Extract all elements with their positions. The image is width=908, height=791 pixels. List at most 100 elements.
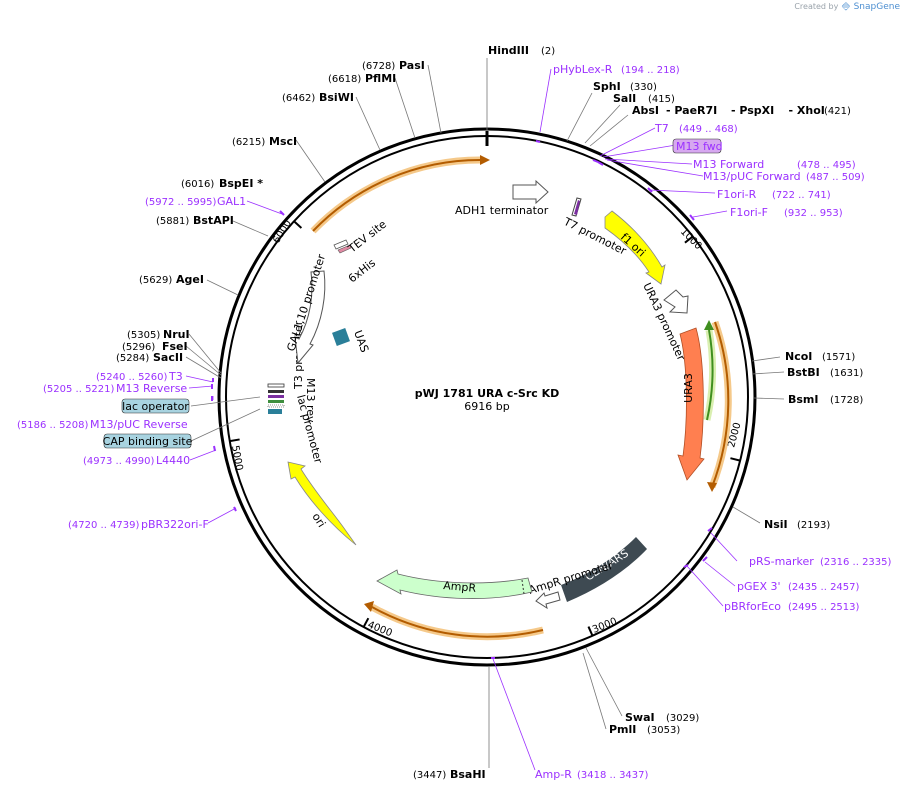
watermark-prefix: Created by [794, 2, 839, 11]
enzyme-pasi-pos: (6728) [362, 61, 395, 72]
primer-gal1-range: (5972 .. 5995) [145, 197, 217, 208]
tick-label: 4000 [366, 620, 394, 640]
orange-arc-bottom [364, 601, 544, 641]
primer-f1ori-r-range: (722 .. 741) [772, 190, 831, 201]
ura3-promoter-label: URA3 promoter [640, 281, 688, 363]
primer-t3: T3 [168, 370, 183, 383]
snapgene-logo-icon: 🔷︎ [840, 2, 852, 11]
enzyme-bspei: BspEI * [219, 177, 263, 190]
ori-label: ori [309, 511, 328, 530]
m13-fwd-badge [672, 138, 722, 154]
tick-label: 1000 [678, 226, 704, 252]
primer-amp-r: Amp-R [535, 768, 572, 781]
enzyme-pmli: PmlI [609, 723, 636, 736]
enzyme-bsahi: BsaHI [450, 768, 486, 781]
enzyme-pmli-pos: (3053) [647, 725, 680, 736]
feature-ampr: AmpR [376, 569, 533, 599]
primer-t7: T7 [654, 122, 669, 135]
primer-l4440: L4440 [156, 454, 190, 467]
enzyme-sali: SalI [613, 92, 636, 105]
enzyme-agei: AgeI [176, 273, 204, 286]
feature-gal1-10-promoter: GAL1,10 promoter [284, 252, 328, 365]
badge-leaders [190, 396, 261, 442]
enzyme-agei-pos: (5629) [139, 275, 172, 286]
feature-ura3: URA3 [677, 327, 705, 481]
enzyme-nsii-pos: (2193) [797, 520, 830, 531]
enzyme-pasi: PasI [399, 59, 425, 72]
primer-f1ori-f: F1ori-F [730, 206, 768, 219]
tick-mark [229, 438, 240, 443]
enzyme-bsmi-pos: (1728) [830, 395, 863, 406]
enzyme-bspei-pos: (6016) [181, 179, 214, 190]
badge-box [121, 398, 190, 414]
enzyme-sali-pos: (415) [648, 94, 675, 105]
enzyme-pflmi: PflMI [365, 72, 396, 85]
tick-mark [684, 235, 694, 244]
tev-site-label: TEV site [345, 218, 389, 256]
primer-t7-range: (449 .. 468) [679, 124, 738, 135]
primer-f1ori-r: F1ori-R [717, 188, 757, 201]
primer-pgex-3-range: (2435 .. 2457) [788, 582, 860, 593]
enzyme-swai: SwaI [625, 711, 655, 724]
primer-m13-puc-reverse: M13/pUC Reverse [90, 418, 188, 431]
ura3-label: URA3 [682, 373, 695, 403]
feature-m13-rev: M13 rev [304, 378, 317, 423]
primer-pbrforeco-range: (2495 .. 2513) [788, 602, 860, 613]
m13-rev-label: M13 rev [304, 378, 317, 423]
enzyme-sacii: SacII [153, 351, 183, 364]
primer-m13-reverse-range: (5205 .. 5221) [43, 384, 115, 395]
feature-adh1-terminator: ADH1 terminator [455, 179, 549, 217]
enzyme-bsiwi: BsiWI [319, 91, 354, 104]
labels: HindIII(2)SphI(330)SalI(415)AbsI- PaeR7I… [17, 44, 892, 781]
enzyme-nsii: NsiI [764, 518, 788, 531]
primer-pbrforeco: pBRforEco [724, 600, 781, 613]
enzyme-msci: MscI [269, 135, 297, 148]
tick-label: 5000 [229, 445, 244, 472]
plasmid-name: pWJ 1781 URA c-Src KD [415, 387, 560, 400]
enzyme-bsahi-pos: (3447) [413, 770, 446, 781]
badge-box [103, 433, 192, 449]
primer-m13-fwd: M13 fwd [676, 140, 723, 153]
enzyme-hindiii-pos: (2) [541, 46, 555, 57]
watermark-brand: SnapGene [853, 2, 900, 12]
orange-arc-right [707, 320, 732, 492]
enzyme-bstbi: BstBI [787, 366, 820, 379]
enzyme-sphi-pos: (330) [630, 82, 657, 93]
enzyme-paer7i: - PaeR7I [666, 104, 717, 117]
orange-arc-top [310, 155, 490, 234]
enzyme-sacii-pos: (5284) [116, 353, 149, 364]
primer-f1ori-f-range: (932 .. 953) [784, 208, 843, 219]
enzyme-sphi: SphI [593, 80, 621, 93]
badge-cap-binding-site: CAP binding site [103, 435, 193, 448]
enzyme-absi: AbsI [632, 104, 659, 117]
primer-prs-marker-range: (2316 .. 2335) [820, 557, 892, 568]
feature-ura3-promoter: URA3 promoter [640, 281, 689, 363]
primer-phyblex-r-range: (194 .. 218) [621, 65, 680, 76]
tick-mark [362, 617, 370, 628]
primer-m13-forward: M13 Forward [693, 158, 764, 171]
enzyme-ncoi-pos: (1571) [822, 352, 855, 363]
enzyme-fsei-pos: (5296) [122, 342, 155, 353]
6xhis-label: 6xHis [346, 256, 378, 285]
enzyme-nrui-pos: (5305) [127, 330, 160, 341]
enzyme-msci-pos: (6215) [232, 137, 265, 148]
tick-mark [730, 457, 741, 462]
enzyme-xhoi: - XhoI [789, 104, 825, 117]
feature-ori: ori [287, 461, 357, 546]
plasmid-length: 6916 bp [464, 400, 509, 413]
enzyme-nrui: NruI [163, 328, 190, 341]
enzyme-pflmi-pos: (6618) [328, 74, 361, 85]
primer-prs-marker: pRS-marker [749, 555, 814, 568]
feature-uas: UAS [332, 328, 371, 354]
primer-t3-range: (5240 .. 5260) [96, 372, 168, 383]
enzyme-bstbi-pos: (1631) [830, 368, 863, 379]
primer-leaders [185, 68, 738, 771]
enzyme-xhoi-pos: (421) [824, 106, 851, 117]
primer-ticks [211, 140, 713, 659]
adh1-terminator-label: ADH1 terminator [455, 204, 549, 217]
lac-region-stack [267, 383, 285, 414]
enzyme-leaders [185, 58, 785, 768]
primer-gal1: GAL1 [217, 195, 246, 208]
primer-pbr322ori-f: pBR322ori-F [141, 518, 209, 531]
